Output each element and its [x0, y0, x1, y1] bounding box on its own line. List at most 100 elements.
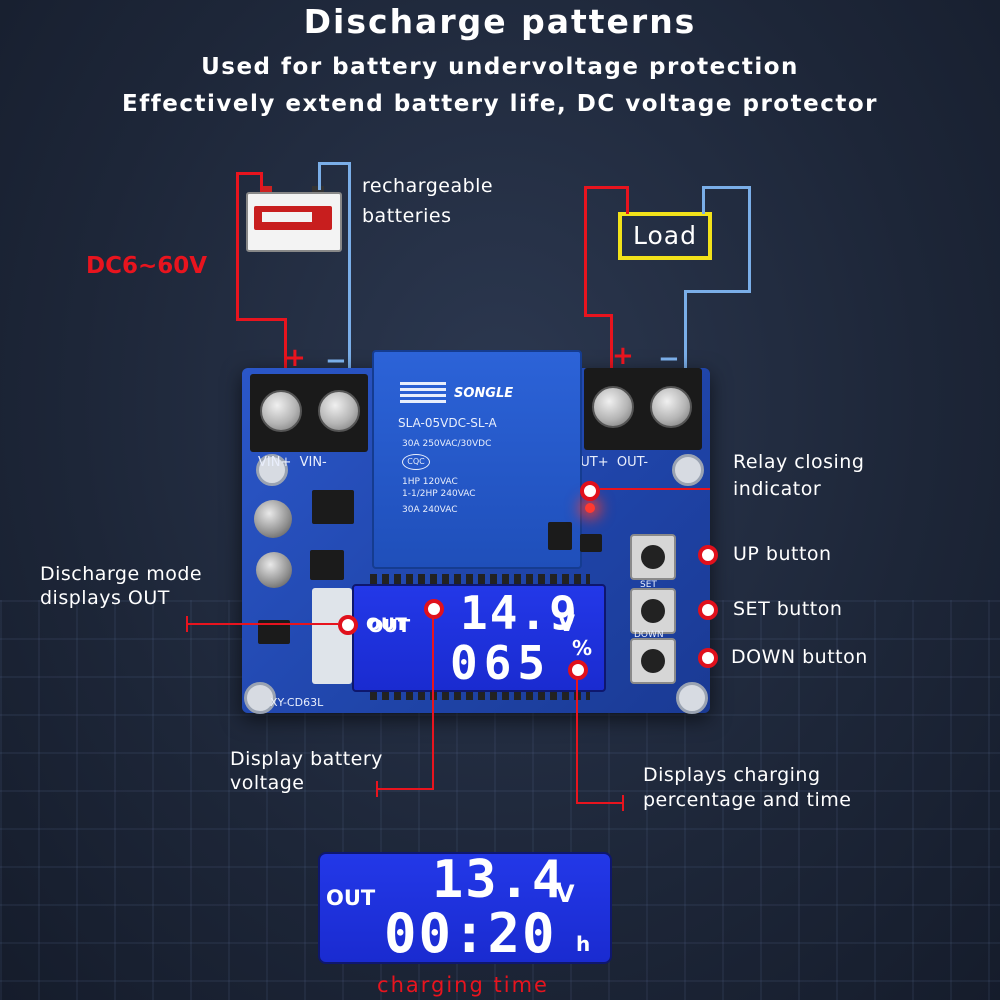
inductor	[310, 550, 344, 580]
wire-red	[584, 186, 628, 189]
set-button[interactable]	[630, 588, 676, 634]
mount-hole	[676, 682, 708, 714]
screw-icon[interactable]	[318, 390, 360, 432]
subtitle-line-1: Used for battery undervoltage protection	[201, 54, 799, 80]
vin-silkscreen: VIN+ VIN-	[258, 455, 327, 470]
marker-dot	[698, 648, 718, 668]
subtitle-line-2: Effectively extend battery life, DC volt…	[122, 91, 878, 117]
relay-cert: CQC	[402, 454, 430, 470]
marker-dot	[698, 545, 718, 565]
relay-model: SLA-05VDC-SL-A	[398, 416, 497, 430]
time-lcd-voltage: 13.4	[432, 850, 566, 910]
output-terminal-block	[584, 368, 702, 450]
relay-indicator-label-2: indicator	[733, 478, 822, 500]
wire-red	[584, 314, 612, 317]
wire-blue	[684, 290, 687, 430]
mount-hole	[672, 454, 704, 486]
set-silkscreen: SET	[640, 580, 657, 590]
ic-chip	[548, 522, 572, 550]
time-lcd-voltage-unit: V	[556, 880, 575, 908]
wire-red	[584, 186, 587, 316]
marker-dot	[338, 615, 358, 635]
mount-hole	[244, 682, 276, 714]
leader-line	[186, 623, 338, 625]
main-lcd: OUT 14.9 V 065 %	[352, 584, 606, 692]
wire-blue	[348, 162, 351, 430]
battery-label-2: batteries	[362, 205, 452, 227]
plus-sign-output: +	[612, 341, 634, 371]
wire-blue	[684, 290, 751, 293]
charging-time-caption: charging time	[377, 973, 549, 997]
relay-led-icon	[585, 503, 595, 513]
wire-blue	[702, 186, 750, 189]
charging-pct-label-2: percentage and time	[643, 789, 852, 811]
lcd-voltage-unit: V	[558, 612, 576, 637]
minus-sign-input: −	[325, 346, 347, 376]
time-lcd-time-unit: h	[576, 932, 591, 956]
down-button-label: DOWN button	[731, 646, 868, 668]
lcd-mode: OUT	[368, 616, 411, 637]
relay-spec: 30A 250VAC/30VDC	[402, 439, 492, 449]
relay-spec: 1HP 120VAC	[402, 477, 458, 487]
wire-blue	[702, 186, 705, 214]
battery-voltage-label-2: voltage	[230, 772, 305, 794]
screw-icon[interactable]	[260, 390, 302, 432]
ic-chip	[580, 534, 602, 552]
wire-red	[260, 172, 263, 190]
up-button[interactable]	[630, 534, 676, 580]
wire-red	[236, 172, 262, 175]
load-box: Load	[618, 212, 712, 260]
time-lcd: OUT 13.4 V 00:20 h	[318, 850, 612, 965]
minus-sign-output: −	[658, 344, 680, 374]
leader-line	[600, 488, 710, 490]
lcd-pins	[370, 690, 590, 700]
discharge-mode-label-1: Discharge mode	[40, 563, 203, 585]
lcd-voltage: 14.9	[460, 586, 579, 640]
leader-line	[376, 781, 378, 797]
discharge-mode-label-2: displays OUT	[40, 587, 170, 609]
marker-dot	[698, 600, 718, 620]
down-button[interactable]	[630, 638, 676, 684]
wire-red	[236, 172, 239, 320]
charging-pct-label-1: Displays charging	[643, 764, 821, 786]
mount-hole	[256, 454, 288, 486]
out-label: OUT	[366, 615, 408, 635]
relay-indicator-label-1: Relay closing	[733, 451, 865, 473]
battery-voltage-label-1: Display battery	[230, 748, 383, 770]
voltage-range-label: DC6~60V	[86, 253, 208, 279]
lcd-pins	[370, 574, 590, 584]
leader-line	[432, 618, 434, 790]
wire-red	[284, 318, 287, 416]
battery-label-1: rechargeable	[362, 175, 494, 197]
input-terminal-block	[250, 374, 368, 452]
relay: SONGLE SLA-05VDC-SL-A 30A 250VAC/30VDC C…	[372, 350, 582, 569]
screw-icon[interactable]	[650, 386, 692, 428]
wire-red	[626, 186, 629, 214]
wire-blue	[318, 162, 350, 165]
relay-spec: 1-1/2HP 240VAC	[402, 489, 476, 499]
capacitor	[256, 552, 292, 588]
board-model: XY-CD63L	[270, 696, 324, 709]
wire-red	[236, 318, 286, 321]
songle-logo	[400, 382, 446, 406]
marker-dot	[568, 660, 588, 680]
screw-icon[interactable]	[592, 386, 634, 428]
plus-sign-input: +	[284, 343, 306, 373]
leader-line	[576, 678, 578, 804]
page-title: Discharge patterns	[303, 2, 697, 41]
up-button-label: UP button	[733, 543, 832, 565]
wire-red	[610, 314, 613, 406]
lcd-percent-unit: %	[572, 636, 593, 660]
set-button-label: SET button	[733, 598, 843, 620]
marker-dot	[580, 481, 600, 501]
capacitor	[254, 500, 292, 538]
leader-line	[186, 616, 188, 632]
wire-blue	[318, 162, 321, 190]
lcd-percent: 065	[450, 636, 552, 690]
relay-brand: SONGLE	[454, 386, 514, 401]
leader-line	[576, 802, 624, 804]
time-lcd-time: 00:20	[384, 902, 557, 965]
relay-spec: 30A 240VAC	[402, 505, 458, 515]
leader-line	[622, 795, 624, 811]
battery-icon	[246, 186, 342, 252]
